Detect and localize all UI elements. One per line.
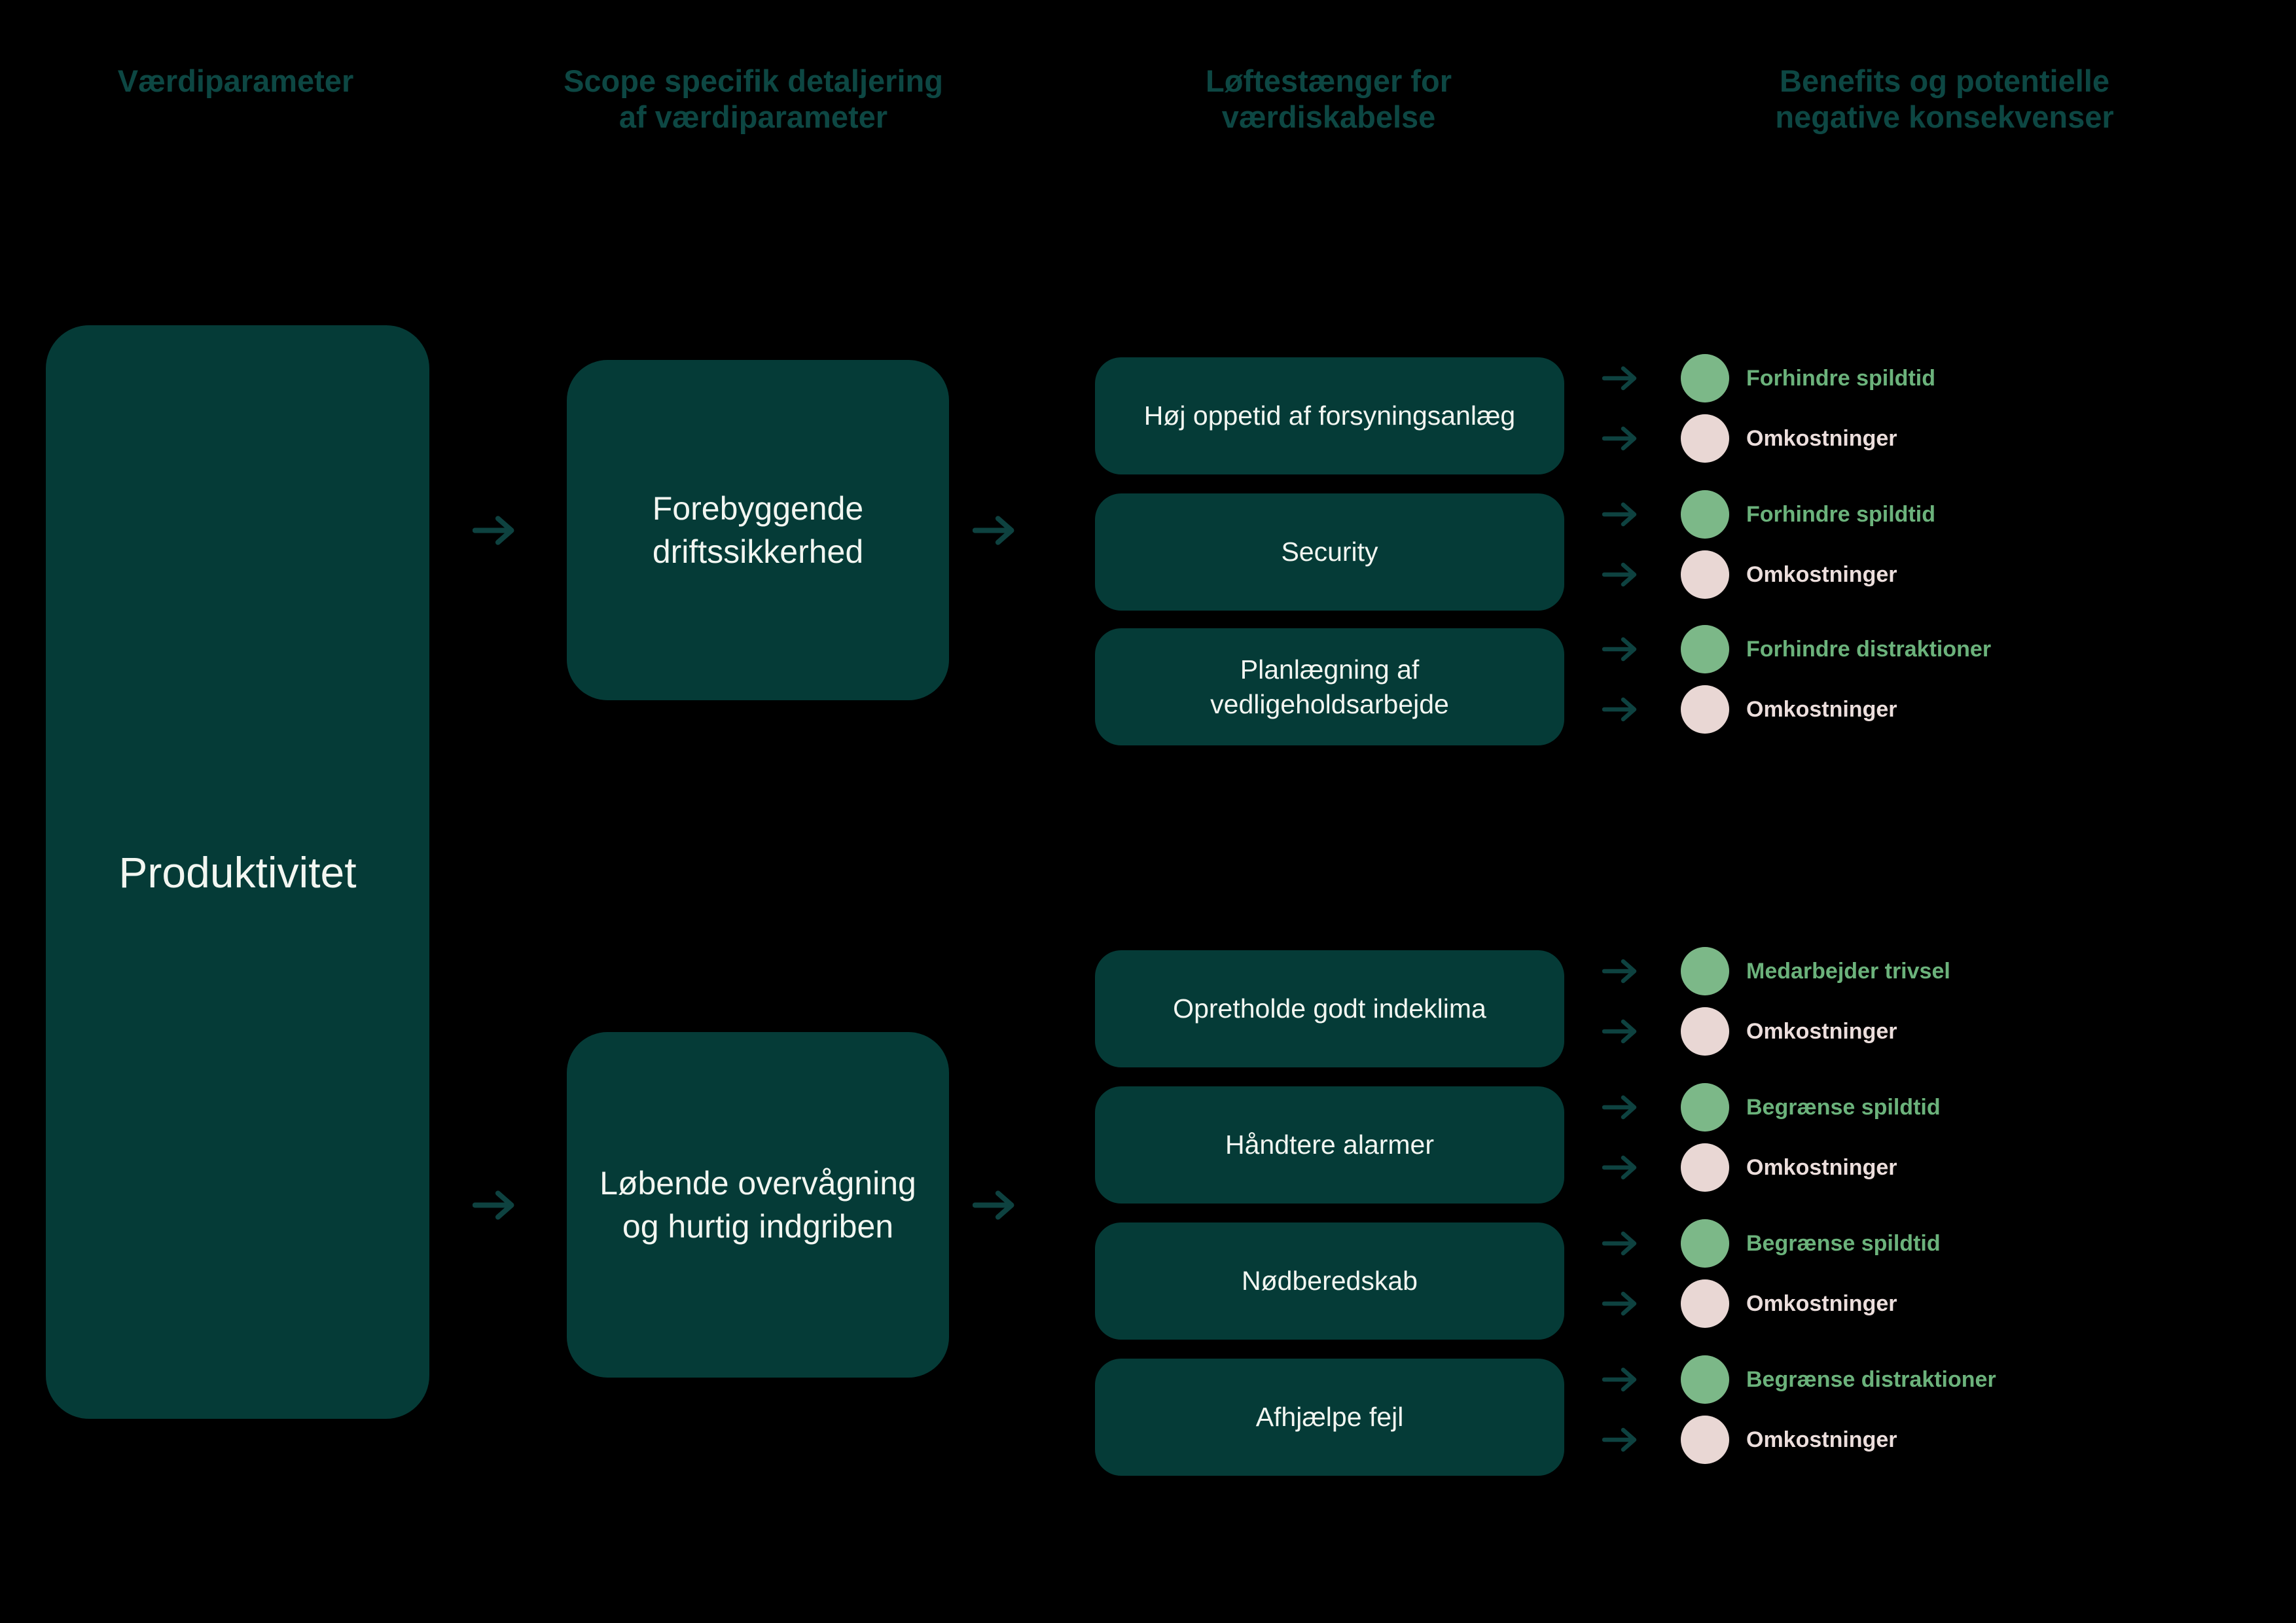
row-arrow-icon <box>1602 502 1637 527</box>
header-levers: Løftestænger for værdiskabelse <box>1206 63 1452 134</box>
cost-dot-icon <box>1681 550 1729 599</box>
cost-label: Omkostninger <box>1746 1018 1897 1044</box>
row-arrow-icon <box>1602 1095 1637 1120</box>
benefit-row: Begrænse distraktioner <box>1602 1355 2270 1404</box>
benefit-dot-icon <box>1681 354 1729 402</box>
row-arrow-icon <box>1602 1291 1637 1316</box>
benefit-label: Medarbejder trivsel <box>1746 958 1950 984</box>
value-parameter-box: Produktivitet <box>46 325 429 1419</box>
benefit-row: Medarbejder trivsel <box>1602 947 2270 995</box>
benefit-label: Begrænse spildtid <box>1746 1230 1941 1256</box>
header-scope-detail: Scope specifik detaljering af værdiparam… <box>564 63 943 134</box>
cost-dot-icon <box>1681 1007 1729 1056</box>
benefit-label: Forhindre spildtid <box>1746 365 1935 391</box>
lever-box-indoor-climate: Opretholde godt indeklima <box>1095 950 1564 1067</box>
lever-box-fix-errors: Afhjælpe fejl <box>1095 1359 1564 1476</box>
lever-box-emergency: Nødberedskab <box>1095 1222 1564 1340</box>
row-arrow-icon <box>1602 1019 1637 1044</box>
cost-row: Omkostninger <box>1602 1279 2270 1328</box>
lever-box-label: Håndtere alarmer <box>1225 1130 1435 1160</box>
flow-arrow-icon <box>462 497 528 563</box>
benefit-dot-icon <box>1681 947 1729 995</box>
flow-arrow-icon <box>962 497 1028 563</box>
scope-box-preventive: Forebyggende driftssikkerhed <box>567 360 949 700</box>
flow-arrow-icon <box>962 1172 1028 1238</box>
benefit-label: Forhindre distraktioner <box>1746 636 1992 662</box>
cost-row: Omkostninger <box>1602 1143 2270 1192</box>
lever-box-uptime: Høj oppetid af forsyningsanlæg <box>1095 357 1564 474</box>
benefit-dot-icon <box>1681 625 1729 673</box>
cost-row: Omkostninger <box>1602 1416 2270 1464</box>
benefit-row: Forhindre spildtid <box>1602 490 2270 539</box>
header-benefits: Benefits og potentielle negative konsekv… <box>1775 63 2114 134</box>
cost-label: Omkostninger <box>1746 425 1897 451</box>
row-arrow-icon <box>1602 1231 1637 1256</box>
cost-dot-icon <box>1681 414 1729 463</box>
cost-label: Omkostninger <box>1746 1427 1897 1452</box>
benefit-row: Begrænse spildtid <box>1602 1219 2270 1268</box>
lever-box-label: Security <box>1281 537 1378 567</box>
benefit-dot-icon <box>1681 1219 1729 1268</box>
row-arrow-icon <box>1602 959 1637 984</box>
flow-arrow-icon <box>462 1172 528 1238</box>
cost-dot-icon <box>1681 1416 1729 1464</box>
cost-label: Omkostninger <box>1746 696 1897 722</box>
lever-box-label: Opretholde godt indeklima <box>1173 993 1486 1024</box>
benefit-row: Forhindre distraktioner <box>1602 625 2270 673</box>
lever-box-label: Planlægning af vedligeholdsarbejde <box>1210 654 1449 719</box>
row-arrow-icon <box>1602 426 1637 451</box>
row-arrow-icon <box>1602 1367 1637 1392</box>
cost-row: Omkostninger <box>1602 550 2270 599</box>
scope-box-label: Løbende overvågning og hurtig indgriben <box>600 1165 916 1245</box>
benefit-label: Begrænse spildtid <box>1746 1094 1941 1120</box>
lever-box-label: Høj oppetid af forsyningsanlæg <box>1143 401 1516 431</box>
row-arrow-icon <box>1602 637 1637 662</box>
cost-label: Omkostninger <box>1746 1291 1897 1316</box>
row-arrow-icon <box>1602 562 1637 587</box>
lever-box-label: Afhjælpe fejl <box>1255 1402 1404 1432</box>
row-arrow-icon <box>1602 1155 1637 1180</box>
benefit-label: Forhindre spildtid <box>1746 501 1935 527</box>
benefit-row: Begrænse spildtid <box>1602 1083 2270 1132</box>
row-arrow-icon <box>1602 697 1637 722</box>
cost-dot-icon <box>1681 1143 1729 1192</box>
lever-box-maintenance-planning: Planlægning af vedligeholdsarbejde <box>1095 628 1564 745</box>
value-parameter-label: Produktivitet <box>118 847 357 897</box>
cost-dot-icon <box>1681 685 1729 734</box>
benefit-row: Forhindre spildtid <box>1602 354 2270 402</box>
benefit-dot-icon <box>1681 1083 1729 1132</box>
lever-box-handle-alarms: Håndtere alarmer <box>1095 1086 1564 1204</box>
benefit-label: Begrænse distraktioner <box>1746 1366 1996 1392</box>
benefit-dot-icon <box>1681 490 1729 539</box>
scope-box-monitoring: Løbende overvågning og hurtig indgriben <box>567 1032 949 1378</box>
cost-dot-icon <box>1681 1279 1729 1328</box>
lever-box-security: Security <box>1095 493 1564 611</box>
row-arrow-icon <box>1602 366 1637 391</box>
cost-label: Omkostninger <box>1746 1154 1897 1180</box>
cost-row: Omkostninger <box>1602 685 2270 734</box>
cost-label: Omkostninger <box>1746 562 1897 587</box>
row-arrow-icon <box>1602 1427 1637 1452</box>
scope-box-label: Forebyggende driftssikkerhed <box>652 490 864 570</box>
lever-box-label: Nødberedskab <box>1242 1266 1418 1296</box>
benefit-dot-icon <box>1681 1355 1729 1404</box>
cost-row: Omkostninger <box>1602 414 2270 463</box>
cost-row: Omkostninger <box>1602 1007 2270 1056</box>
header-value-parameter: Værdiparameter <box>117 63 354 98</box>
